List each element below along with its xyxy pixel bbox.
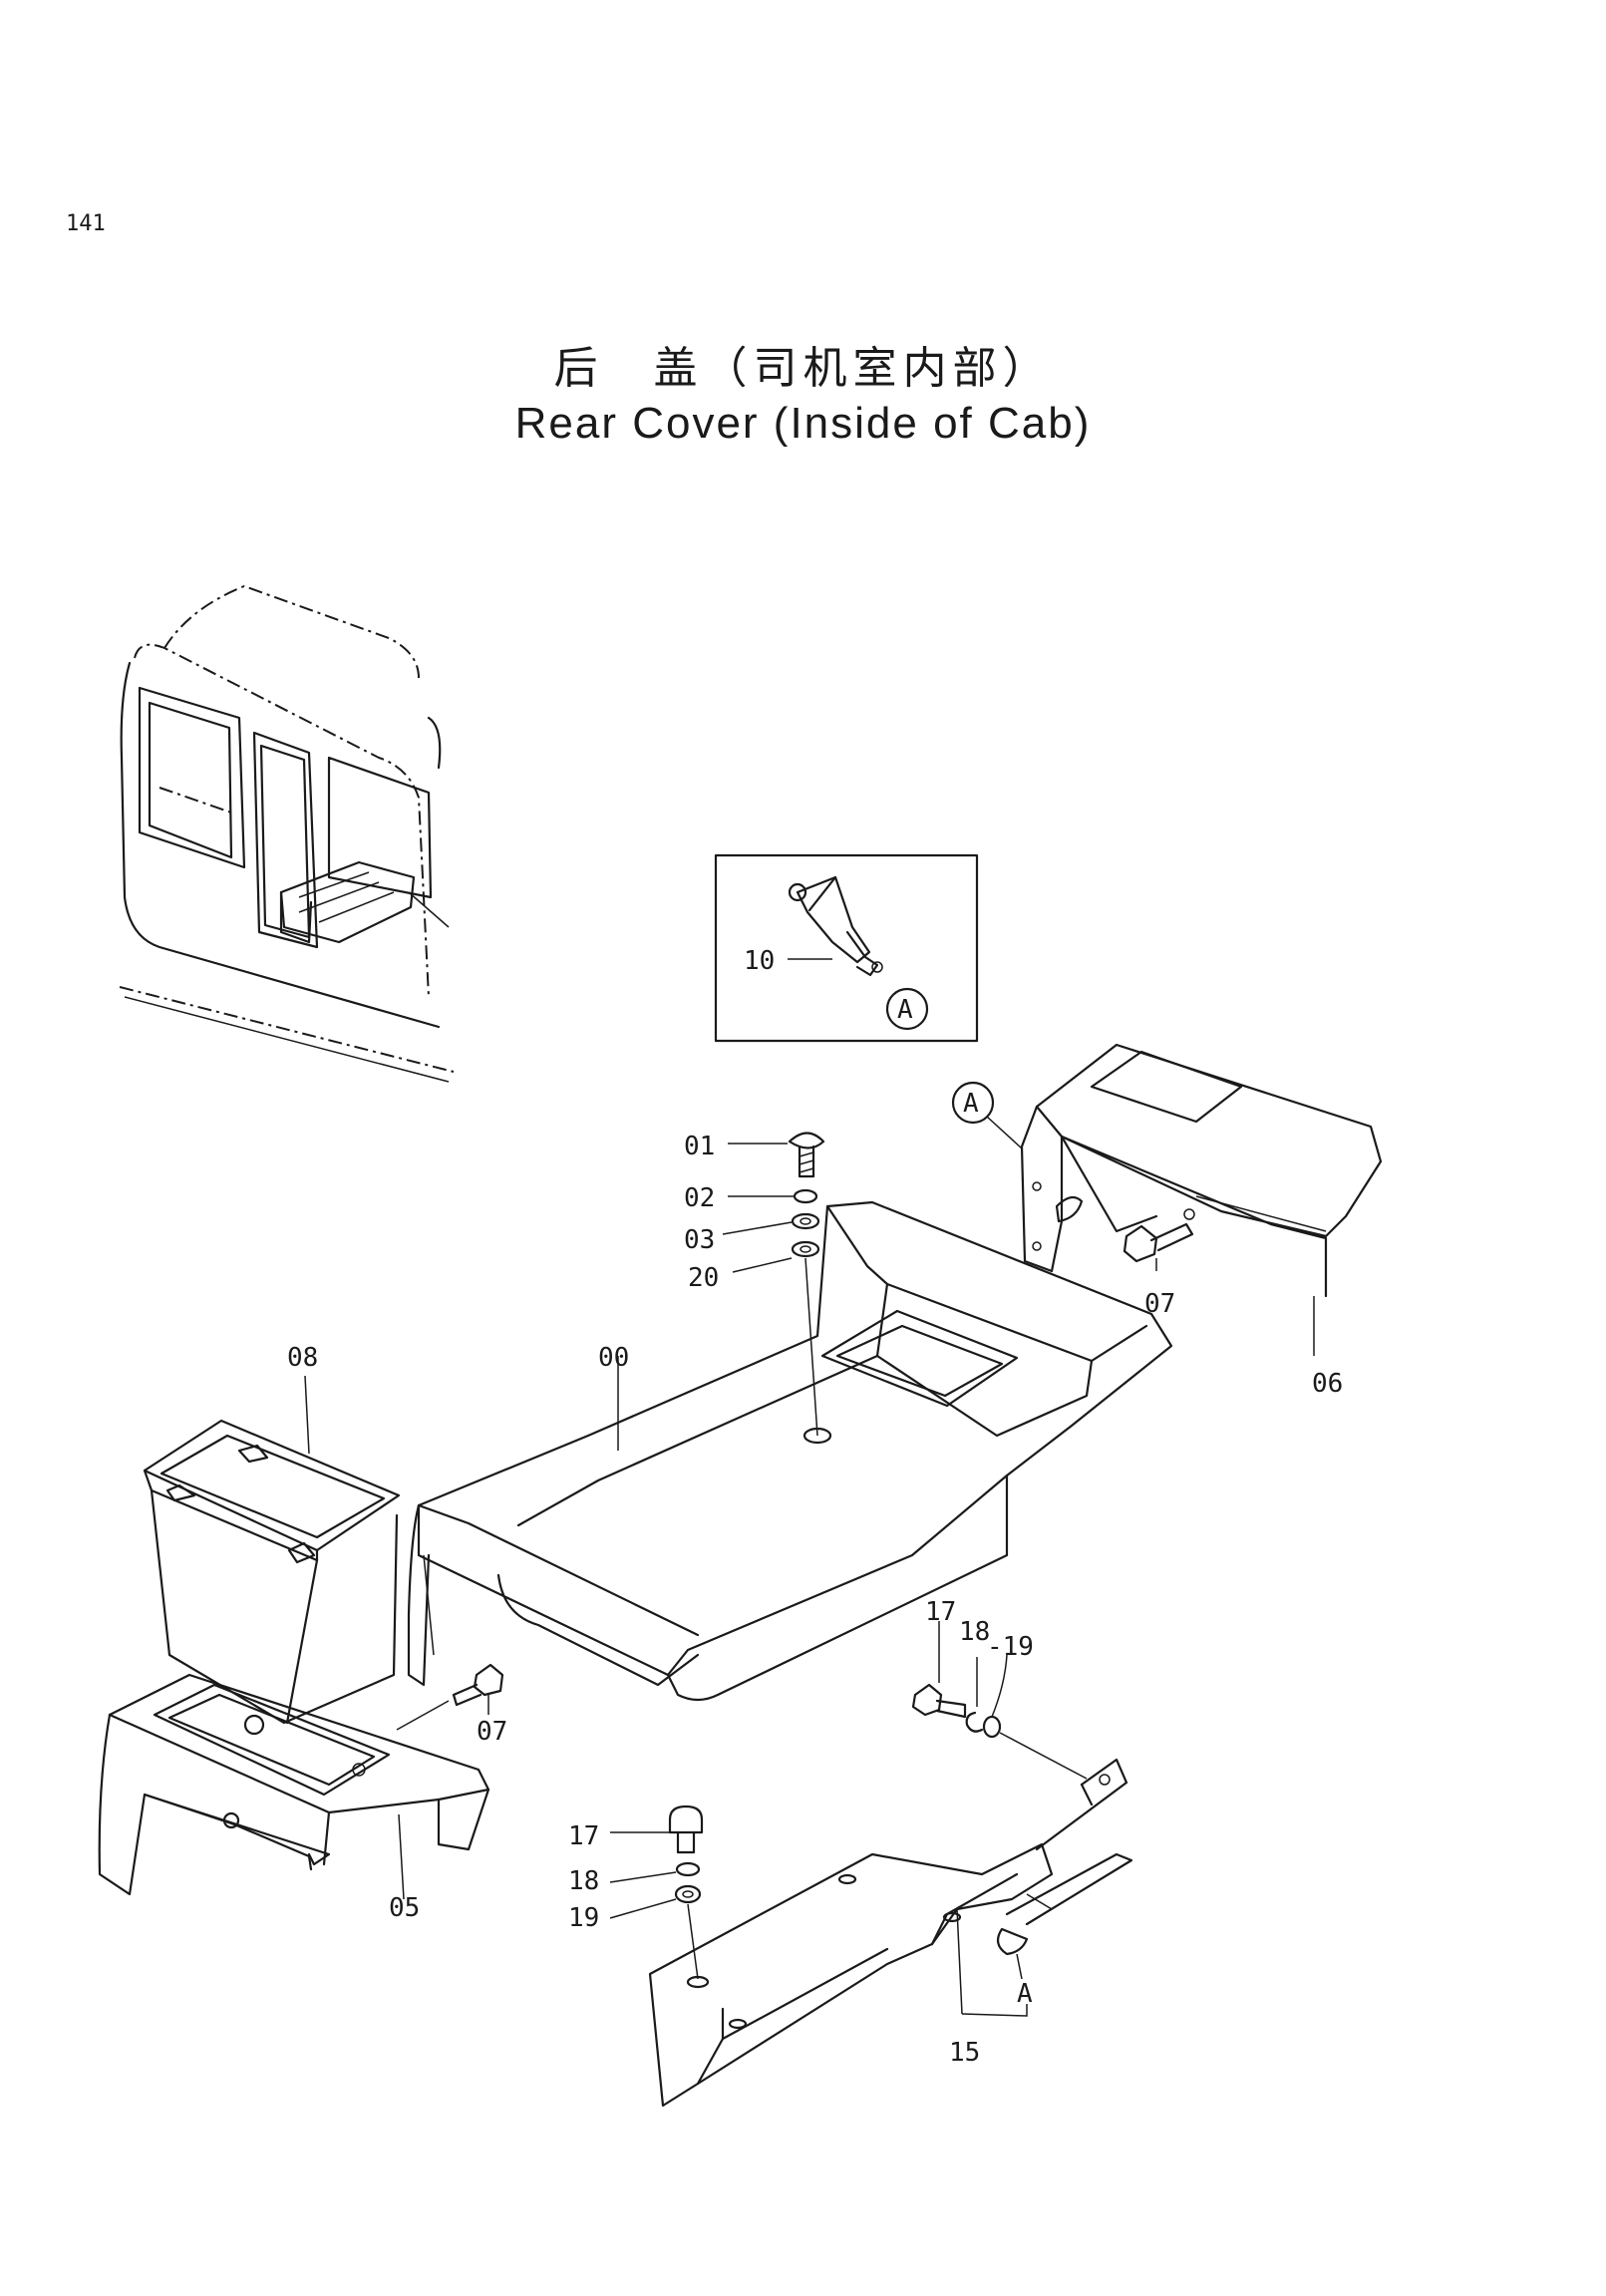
title-english: Rear Cover (Inside of Cab) bbox=[514, 399, 1092, 448]
svg-text:A: A bbox=[897, 995, 913, 1025]
label-19-lower: 19 bbox=[568, 1903, 599, 1933]
cab-overview bbox=[119, 584, 455, 1083]
label-18-right: 18 bbox=[959, 1617, 990, 1647]
title-chinese: 后 盖（司机室内部） bbox=[553, 343, 1053, 394]
label-17-lower: 17 bbox=[568, 1821, 599, 1851]
label-01: 01 bbox=[684, 1132, 715, 1161]
detail-a-box: A bbox=[714, 853, 979, 1043]
label-02: 02 bbox=[684, 1183, 715, 1213]
label-05: 05 bbox=[389, 1893, 420, 1923]
fastener-stack-right bbox=[911, 1621, 1088, 1780]
bolt-07-upper bbox=[1123, 1208, 1195, 1271]
label-06: 06 bbox=[1312, 1369, 1343, 1399]
part-15-plate bbox=[648, 1758, 1133, 2108]
label-10: 10 bbox=[744, 946, 775, 976]
label-03: 03 bbox=[684, 1225, 715, 1255]
part-06-cover: A bbox=[951, 1043, 1383, 1356]
part-05-cover bbox=[98, 1673, 490, 1900]
part-labels: 10 01 02 03 20 07 06 08 00 07 05 17 18 -… bbox=[287, 946, 1343, 2068]
part-08-box bbox=[143, 1375, 401, 1725]
label-07-lower: 07 bbox=[477, 1717, 507, 1747]
label-08: 08 bbox=[287, 1343, 318, 1373]
svg-text:A: A bbox=[963, 1089, 979, 1119]
label-19-right: -19 bbox=[987, 1632, 1034, 1662]
label-18-lower: 18 bbox=[568, 1866, 599, 1896]
part-00-tray bbox=[407, 1200, 1173, 1702]
fastener-stack-top bbox=[722, 1132, 825, 1437]
label-00: 00 bbox=[598, 1343, 629, 1373]
label-detail-a: A bbox=[1017, 1979, 1033, 2009]
label-15: 15 bbox=[949, 2038, 980, 2068]
label-07-upper: 07 bbox=[1144, 1289, 1175, 1319]
fastener-stack-lower bbox=[609, 1804, 704, 1980]
label-20: 20 bbox=[688, 1263, 719, 1293]
label-17-right: 17 bbox=[925, 1597, 956, 1627]
bolt-07-lower bbox=[396, 1663, 504, 1731]
page-number: 141 bbox=[66, 211, 106, 236]
